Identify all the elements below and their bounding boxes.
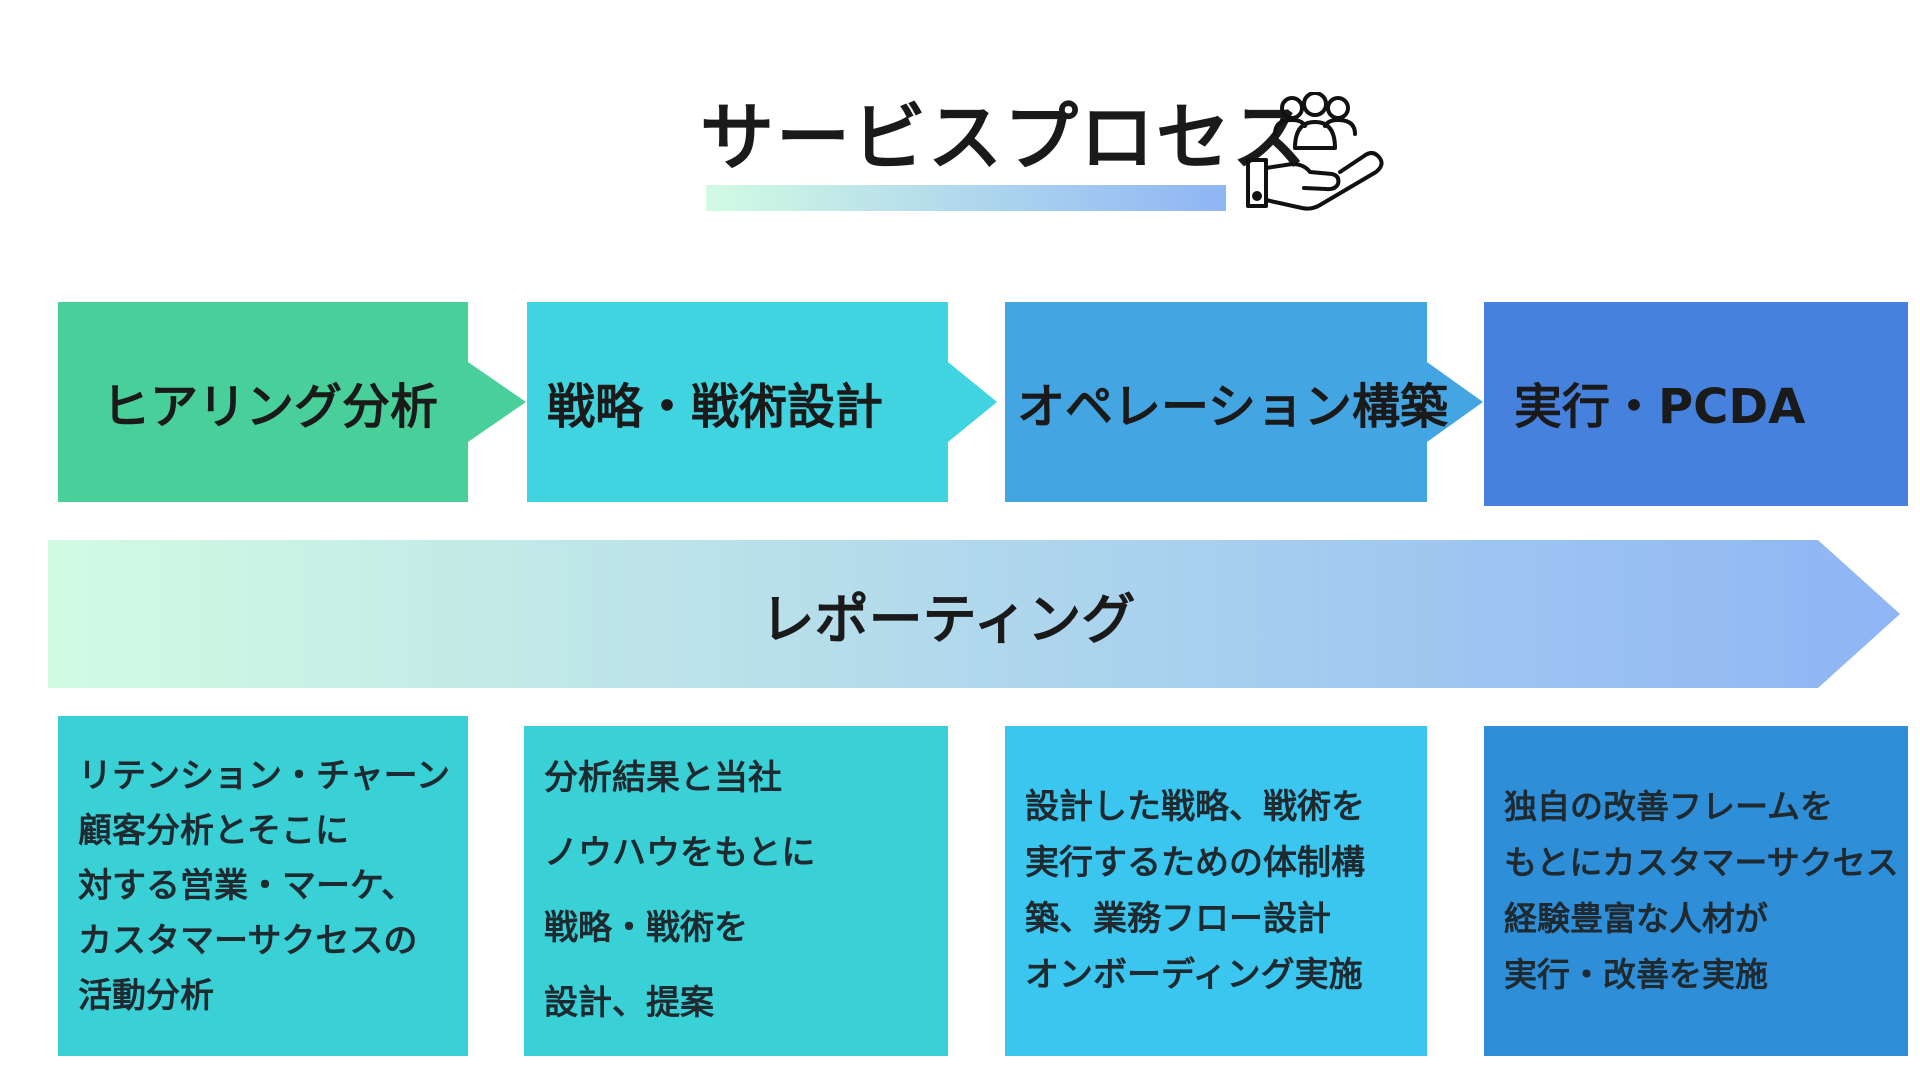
detail-line: 実行するための体制構	[1025, 843, 1365, 883]
reporting-label: レポーティング	[760, 587, 1136, 651]
hand-holding-people-icon	[1246, 92, 1384, 211]
detail-line: リテンション・チャーン	[78, 755, 450, 796]
detail-line: もとにカスタマーサクセス	[1504, 843, 1899, 882]
detail-line: 戦略・戦術を	[544, 908, 748, 948]
step-label: 実行・PCDA	[1514, 379, 1806, 435]
detail-line: カスタマーサクセスの	[78, 920, 418, 961]
page-title: サービスプロセス	[700, 95, 1308, 181]
step-shape	[58, 302, 526, 502]
step-execute-pcda: 実行・PCDA	[1484, 302, 1908, 506]
detail-box-execute: 独自の改善フレームを もとにカスタマーサクセス 経験豊富な人材が 実行・改善を実…	[1484, 726, 1908, 1056]
detail-line: 築、業務フロー設計	[1025, 899, 1331, 939]
detail-line: 設計、提案	[544, 983, 714, 1023]
reporting-arrow-shape	[48, 540, 1900, 688]
detail-line: 経験豊富な人材が	[1504, 899, 1768, 938]
step-label: ヒアリング分析	[102, 379, 439, 435]
title-underline-bar	[706, 185, 1226, 211]
detail-line: 実行・改善を実施	[1504, 955, 1768, 994]
step-hearing-analysis: ヒアリング分析	[58, 302, 528, 502]
reporting-arrow: レポーティング	[48, 540, 1900, 688]
detail-box-strategy: 分析結果と当社 ノウハウをもとに 戦略・戦術を 設計、提案	[524, 726, 948, 1056]
detail-line: オンボーディング実施	[1025, 955, 1363, 995]
detail-box-hearing: リテンション・チャーン 顧客分析とそこに 対する営業・マーケ、 カスタマーサクセ…	[58, 716, 468, 1056]
detail-line: 対する営業・マーケ、	[78, 865, 416, 906]
step-shape	[1484, 302, 1908, 506]
detail-line: 活動分析	[78, 975, 214, 1016]
detail-line: 分析結果と当社	[544, 758, 782, 798]
detail-line: 独自の改善フレームを	[1504, 787, 1834, 826]
step-strategy-design: 戦略・戦術設計	[527, 302, 997, 502]
step-shape	[1005, 302, 1483, 502]
detail-line: 設計した戦略、戦術を	[1025, 787, 1365, 827]
step-label: 戦略・戦術設計	[547, 379, 884, 435]
step-label: オペレーション構築	[1017, 379, 1449, 435]
detail-line: 顧客分析とそこに	[78, 810, 349, 851]
step-operation-build: オペレーション構築	[1005, 302, 1485, 502]
step-shape	[527, 302, 997, 502]
detail-line: ノウハウをもとに	[544, 833, 816, 873]
detail-box-operation: 設計した戦略、戦術を 実行するための体制構 築、業務フロー設計 オンボーディング…	[1005, 726, 1427, 1056]
